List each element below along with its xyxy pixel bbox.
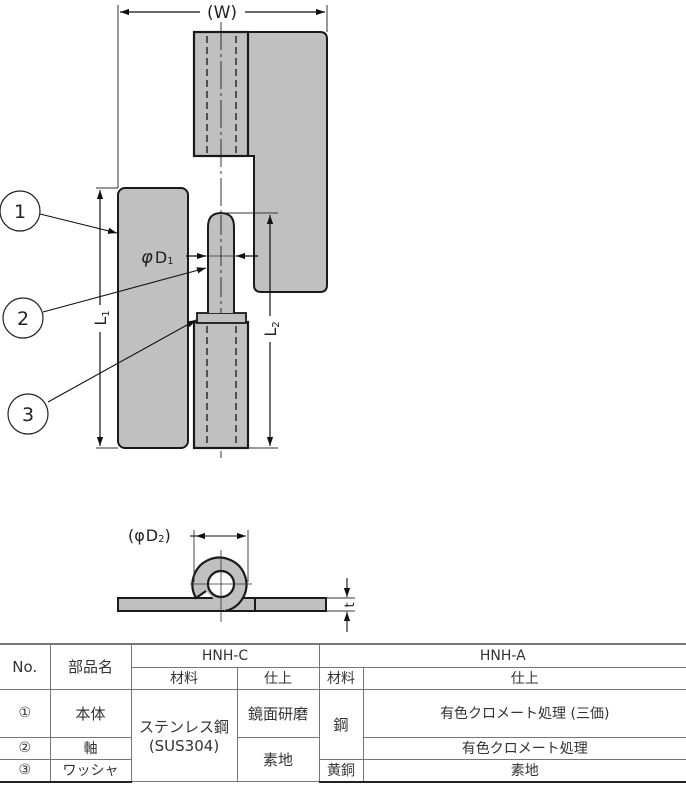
l2-letter: L: [261, 328, 280, 337]
spec-table: No. 部品名 HNH-C HNH-A 材料 仕上 材料 仕上 ① 本体 ステン…: [0, 643, 686, 783]
d2-subscript: 2: [158, 534, 164, 545]
l1-subscript: 1: [101, 310, 112, 316]
hnh-c-finish-other: 素地: [236, 736, 320, 782]
d2-prefix: (φ: [128, 526, 145, 545]
width-dimension: (W): [117, 3, 328, 188]
row-2-name: 軸: [49, 736, 132, 760]
svg-text:φD1: φD1: [141, 247, 174, 268]
l1-dimension: L1: [91, 187, 118, 449]
d2-letter: D: [146, 526, 158, 545]
lower-leaf: [117, 187, 250, 450]
l2-subscript: 2: [271, 321, 282, 327]
d1-letter: D: [155, 248, 167, 267]
header-no: No.: [0, 643, 51, 690]
header-material-a: 材料: [318, 666, 364, 690]
header-model-hnh-a: HNH-A: [318, 643, 686, 668]
header-model-hnh-c: HNH-C: [130, 643, 320, 668]
callout-3: 3: [7, 319, 197, 435]
table-row: ② 軸 素地 有色クロメート処理: [0, 736, 686, 782]
header-material-c: 材料: [130, 666, 238, 690]
l1-letter: L: [91, 317, 110, 326]
callout-1: 1: [0, 190, 118, 234]
row-2-no: ②: [0, 736, 51, 760]
hnh-a-finish-body: 有色クロメート処理 (三価): [362, 688, 686, 738]
hinge-drawing: (W) L1 L2: [0, 3, 358, 632]
table-row: ③ ワッシャ 黄銅 素地: [0, 758, 686, 783]
d1-phi: φ: [141, 247, 153, 268]
header-finish-c: 仕上: [236, 666, 320, 690]
header-part-name: 部品名: [49, 643, 132, 690]
thickness-label: t: [343, 602, 358, 607]
callout-3-number: 3: [22, 404, 34, 426]
callout-1-number: 1: [14, 201, 26, 223]
row-3-name: ワッシャ: [49, 758, 132, 783]
header-finish-a: 仕上: [362, 666, 686, 690]
row-1-no: ①: [0, 688, 51, 738]
callout-2: 2: [2, 267, 207, 339]
hnh-a-material-steel: 鋼: [318, 688, 364, 760]
hnh-c-material-line2: (SUS304): [148, 736, 220, 755]
hnh-c-material-line1: ステンレス鋼: [138, 717, 229, 736]
width-label: (W): [207, 3, 237, 23]
callout-2-number: 2: [17, 308, 29, 330]
hnh-a-finish-shaft: 有色クロメート処理: [362, 736, 686, 760]
l2-dimension: L2: [221, 212, 282, 449]
hnh-a-material-brass: 黄銅: [318, 758, 364, 783]
table-row: ① 本体 ステンレス鋼 (SUS304) 鏡面研磨 鋼 有色クロメート処理 (三…: [0, 688, 686, 782]
row-3-no: ③: [0, 758, 51, 783]
svg-text:L1: L1: [91, 310, 112, 325]
washer: [196, 312, 247, 324]
row-1-name: 本体: [49, 688, 132, 738]
top-view: (φD2) t: [117, 526, 358, 632]
d2-suffix: ): [165, 526, 171, 545]
svg-text:L2: L2: [261, 321, 282, 336]
hnh-c-material: ステンレス鋼 (SUS304): [130, 688, 238, 782]
d1-subscript: 1: [167, 256, 173, 267]
lower-knuckle: [192, 320, 250, 450]
hnh-a-finish-washer: 素地: [362, 758, 686, 783]
svg-text:(φD2): (φD2): [128, 526, 171, 545]
hnh-c-finish-body: 鏡面研磨: [236, 688, 320, 738]
